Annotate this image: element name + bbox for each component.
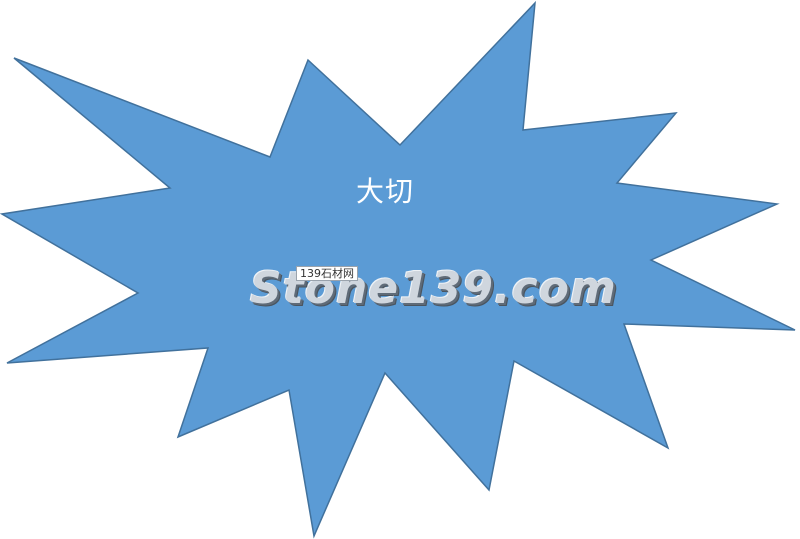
burst-label: 大切 [355,175,414,208]
